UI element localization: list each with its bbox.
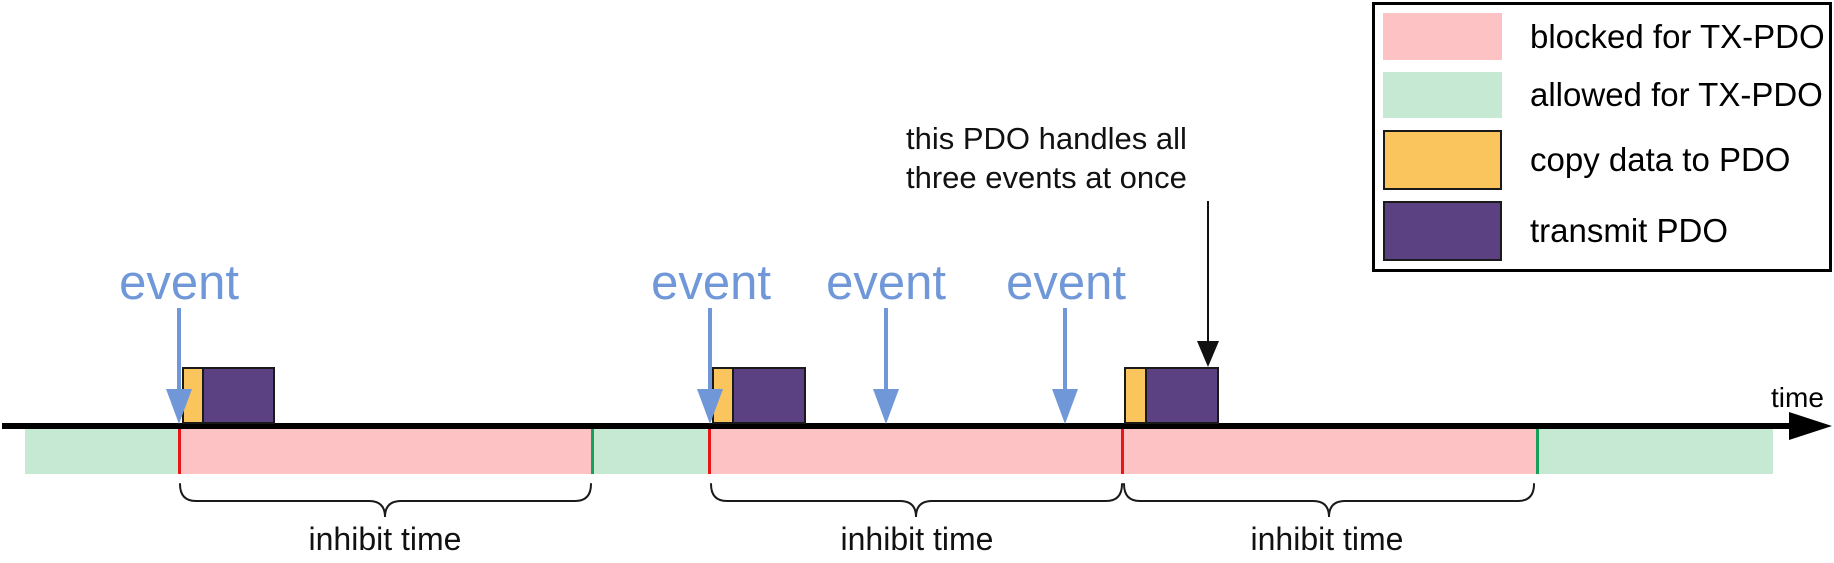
- inhibit-time-label: inhibit time: [308, 521, 462, 557]
- annotation-text: this PDO handles all three events at onc…: [906, 119, 1187, 197]
- event-marker-line: [1121, 429, 1124, 474]
- time-axis: [2, 423, 1792, 429]
- event-label: event: [826, 256, 946, 310]
- time-axis-label: time: [1771, 382, 1824, 413]
- legend-item-allowed: allowed for TX-PDO: [1383, 72, 1823, 118]
- copy-data-block: [1124, 367, 1147, 424]
- event-marker-line: [178, 429, 181, 474]
- annotation-arrowhead-icon: [1197, 341, 1219, 367]
- blocked-swatch-icon: [1383, 13, 1502, 60]
- legend-item-label: transmit PDO: [1530, 212, 1729, 249]
- event-label: event: [1006, 256, 1126, 310]
- event-marker-line: [708, 429, 711, 474]
- allowed-band: [25, 429, 178, 474]
- event-arrow: [177, 308, 181, 390]
- inhibit-brace: [1123, 483, 1535, 518]
- inhibit-time-label: inhibit time: [840, 521, 994, 557]
- inhibit-brace: [179, 483, 592, 518]
- event-arrow: [708, 308, 712, 390]
- transmit-pdo-block: [1145, 367, 1219, 424]
- inhibit-time-label: inhibit time: [1250, 521, 1404, 557]
- legend-item-label: allowed for TX-PDO: [1530, 76, 1823, 113]
- legend-item-blocked: blocked for TX-PDO: [1383, 13, 1825, 60]
- event-arrowhead-icon: [697, 389, 723, 424]
- event-arrowhead-icon: [166, 389, 192, 424]
- event-arrow: [884, 308, 888, 390]
- legend-item-transmit: transmit PDO: [1383, 201, 1823, 261]
- event-label: event: [651, 256, 771, 310]
- annotation-line-2: three events at once: [906, 160, 1187, 195]
- copy-swatch-icon: [1383, 130, 1502, 190]
- legend-item-label: blocked for TX-PDO: [1530, 17, 1825, 55]
- event-arrowhead-icon: [873, 389, 899, 424]
- event-arrowhead-icon: [1052, 389, 1078, 424]
- transmit-pdo-block: [202, 367, 275, 424]
- transmit-pdo-block: [732, 367, 806, 424]
- legend-item-copy: copy data to PDO: [1383, 130, 1823, 190]
- legend-item-label: copy data to PDO: [1530, 141, 1791, 178]
- blocked-band: [181, 429, 591, 474]
- allow-marker-line: [1536, 429, 1539, 474]
- event-label: event: [119, 256, 239, 310]
- time-axis-arrowhead: [1789, 412, 1832, 440]
- annotation-line-1: this PDO handles all: [906, 121, 1187, 156]
- annotation-arrow: [1207, 201, 1209, 342]
- allowed-band: [594, 429, 708, 474]
- allow-marker-line: [591, 429, 594, 474]
- event-arrow: [1063, 308, 1067, 390]
- legend: blocked for TX-PDO allowed for TX-PDO co…: [1372, 2, 1832, 272]
- allowed-band: [1539, 429, 1773, 474]
- transmit-swatch-icon: [1383, 201, 1502, 261]
- inhibit-brace: [710, 483, 1123, 518]
- allowed-swatch-icon: [1383, 72, 1502, 118]
